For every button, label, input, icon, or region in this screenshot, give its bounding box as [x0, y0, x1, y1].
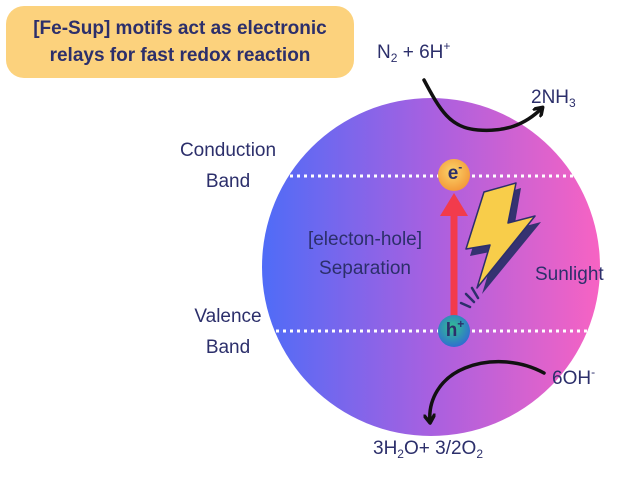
separation-arrow [440, 193, 468, 322]
oxidation-arrow [430, 359, 546, 422]
formula-part: O+ 3/2O [403, 438, 477, 459]
formula-part: 2NH [531, 87, 570, 108]
sunlight-label: Sunlight [535, 264, 604, 285]
separation-label: [electon-hole] Separation [275, 228, 455, 281]
separation-label-line-2: Separation [319, 258, 411, 279]
formula-part: - [591, 365, 596, 379]
water-oxygen-product-label: 3H2O+ 3/2O2 [373, 437, 483, 461]
formula-part: + 6H [397, 42, 444, 63]
formula-part: N [377, 42, 391, 63]
hole-symbol: h+ [445, 317, 465, 341]
formula-part: 6OH [552, 368, 592, 389]
electron-particle [438, 159, 470, 191]
formula-part: + [443, 39, 451, 53]
title-callout: [Fe-Sup] motifs act as electronic relays… [6, 6, 354, 78]
nh3-product-label: 2NH3 [531, 86, 576, 110]
valence-label-line-1: Valence [194, 306, 262, 327]
valence-label-line-2: Band [205, 337, 251, 358]
reduction-arrow [422, 78, 542, 133]
lightning-bolt-icon [459, 182, 541, 309]
separation-label-line-1: [electon-hole] [307, 229, 423, 250]
formula-part: 3H [373, 438, 398, 459]
electron-symbol: e- [447, 160, 463, 184]
formula-part: 3 [569, 96, 576, 110]
title-line-1: [Fe-Sup] motifs act as electronic [33, 18, 327, 39]
conduction-label-line-1: Conduction [179, 140, 277, 161]
valence-band-label: Valence Band [158, 305, 298, 360]
oh-reactant-label: 6OH- [552, 365, 596, 391]
n2-reactant-label: N2 + 6H+ [377, 39, 451, 65]
title-line-2: relays for fast redox reaction [49, 45, 311, 66]
hole-particle [438, 315, 470, 347]
formula-part: 2 [390, 51, 398, 65]
formula-part: 2 [476, 447, 484, 461]
conduction-band-label: Conduction Band [158, 139, 298, 194]
conduction-label-line-2: Band [205, 171, 251, 192]
formula-part: 2 [397, 447, 404, 461]
